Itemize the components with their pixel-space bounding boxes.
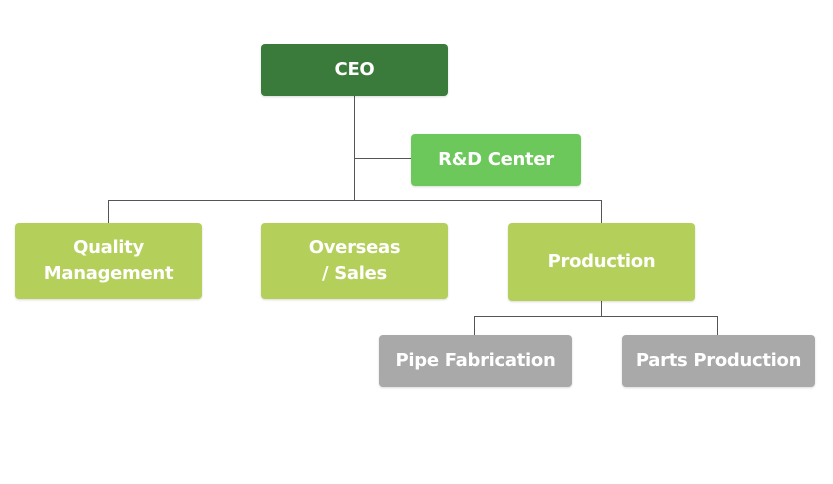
ceo-node: CEO: [261, 44, 448, 96]
connector-departments-bus: [108, 200, 602, 201]
connector-ceo-trunk: [354, 95, 355, 201]
parts-production-node: Parts Production: [622, 335, 815, 387]
overseas-sales-node: Overseas / Sales: [261, 223, 448, 299]
connector-units-bus: [474, 316, 718, 317]
connector-rd-branch: [354, 158, 411, 159]
connector-production-drop: [601, 200, 602, 223]
connector-quality-drop: [108, 200, 109, 223]
connector-pipe-drop: [474, 316, 475, 335]
connector-production-trunk: [601, 300, 602, 316]
rd-center-node: R&D Center: [411, 134, 581, 186]
quality-management-node: Quality Management: [15, 223, 202, 299]
pipe-fabrication-node: Pipe Fabrication: [379, 335, 572, 387]
connector-parts-drop: [717, 316, 718, 335]
production-node: Production: [508, 223, 695, 301]
